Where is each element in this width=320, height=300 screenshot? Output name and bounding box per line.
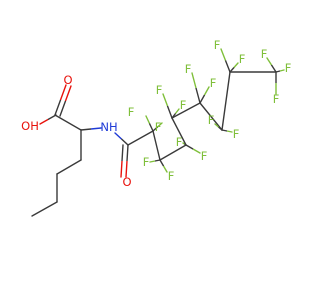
bond-line xyxy=(162,93,173,119)
fluorine-atom-label: F xyxy=(143,155,150,169)
fluorine-atom-label: F xyxy=(128,105,135,119)
bond-line xyxy=(56,159,82,175)
bond-line xyxy=(145,115,154,132)
bond-line xyxy=(152,122,163,132)
bond-line xyxy=(39,114,57,125)
fluorine-atom-label: F xyxy=(155,120,162,134)
fluorine-atom-label: F xyxy=(239,52,246,66)
bond-line xyxy=(159,159,168,173)
bond-line xyxy=(191,72,201,104)
bond-line xyxy=(220,48,231,73)
fluorine-atom-label: F xyxy=(156,83,163,97)
fluorine-atom-label: F xyxy=(261,47,268,61)
bond-line xyxy=(199,102,223,131)
fluorine-atom-label: F xyxy=(210,76,217,90)
bond-line xyxy=(229,62,239,73)
fluorine-atom-label: F xyxy=(176,135,183,149)
bond-line xyxy=(266,57,277,73)
fluorine-atom-label: F xyxy=(180,98,187,112)
bond-line xyxy=(171,108,180,119)
bond-line xyxy=(80,127,102,131)
bond-line xyxy=(149,159,161,163)
fluorine-atom-label: F xyxy=(214,38,221,52)
bond-line xyxy=(185,144,201,154)
fluorine-atom-label: F xyxy=(285,61,292,75)
fluorine-atom-label: F xyxy=(201,149,208,163)
bond-line xyxy=(54,114,82,131)
double-bond-line xyxy=(59,85,72,117)
bond-line xyxy=(171,117,187,146)
oxygen-atom-label: O xyxy=(122,175,131,189)
bond-line xyxy=(127,130,154,146)
bond-line xyxy=(114,132,129,146)
bond-layer xyxy=(31,48,285,217)
fluorine-atom-label: F xyxy=(168,169,175,183)
bond-line xyxy=(152,130,161,161)
bond-line xyxy=(125,144,129,178)
bond-line xyxy=(199,86,210,104)
bond-line xyxy=(31,201,58,217)
nitrogen-atom-label: NH xyxy=(100,120,117,134)
bond-line xyxy=(54,84,67,116)
bond-line xyxy=(221,129,233,133)
double-bond-line xyxy=(120,144,124,178)
fluorine-atom-label: F xyxy=(185,62,192,76)
fluorine-atom-label: F xyxy=(233,127,240,141)
oxygen-atom-label: OH xyxy=(21,119,39,133)
bond-line xyxy=(171,102,201,119)
oxygen-atom-label: O xyxy=(63,73,72,87)
bond-line xyxy=(214,123,223,131)
bond-line xyxy=(159,144,187,161)
fluorine-atom-label: F xyxy=(273,92,280,106)
bond-line xyxy=(221,71,231,131)
bond-line xyxy=(275,69,285,73)
fluorine-atom-label: F xyxy=(208,113,215,127)
